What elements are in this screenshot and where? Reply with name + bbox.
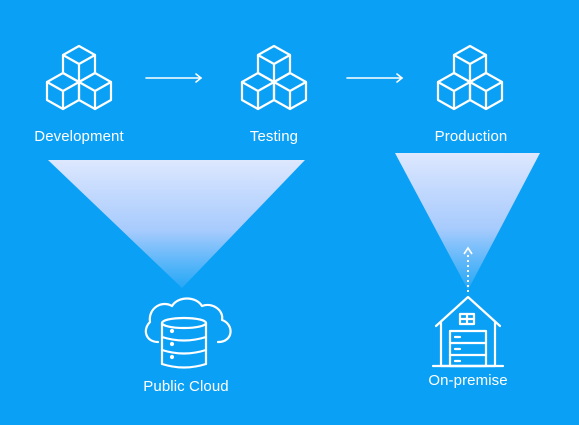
- public-cloud-funnel: [48, 160, 305, 288]
- stage-label-development: Development: [34, 128, 124, 145]
- upload-arrow-icon: [463, 246, 473, 292]
- target-label-on-premise: On-premise: [428, 372, 508, 389]
- cloud-database-icon: [144, 297, 232, 369]
- target-label-public-cloud: Public Cloud: [143, 378, 229, 395]
- on-premise-funnel: [395, 153, 540, 290]
- stage-label-production: Production: [434, 128, 508, 145]
- production-cubes-icon: [436, 44, 504, 111]
- arrow-dev-to-testing-icon: [145, 73, 203, 83]
- stage-label-testing: Testing: [249, 128, 299, 145]
- development-cubes-icon: [45, 44, 113, 111]
- building-icon: [431, 295, 505, 368]
- arrow-testing-to-production-icon: [346, 73, 404, 83]
- testing-cubes-icon: [240, 44, 308, 111]
